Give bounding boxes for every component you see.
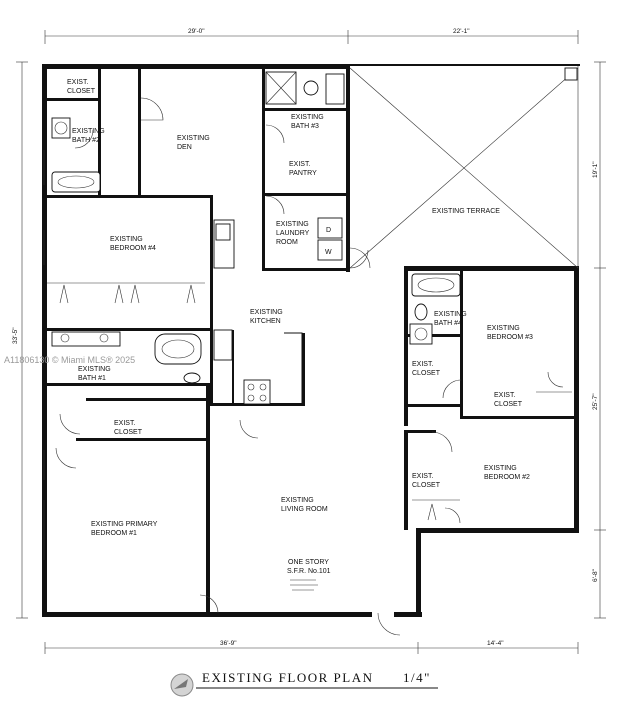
plan-scale: 1/4" (403, 670, 431, 685)
den-label-2: DEN (177, 144, 192, 151)
terrace-area (349, 66, 579, 269)
exterior-walls (42, 64, 580, 617)
interior-walls (47, 69, 576, 613)
kitchen-fixtures (213, 219, 303, 405)
closet-b1-label: EXIST. (114, 420, 135, 427)
bath1-label-2: BATH #1 (78, 375, 106, 382)
window-marks (43, 150, 577, 560)
bedroom2-label-2: BEDROOM #2 (484, 474, 530, 481)
pantry-label-2: PANTRY (289, 170, 317, 177)
bath2-label: EXISTING (72, 128, 105, 135)
dim-top-left: 29'-0" (188, 28, 205, 35)
door-swings (55, 97, 564, 636)
dim-right-lower: 6'-8" (592, 568, 599, 582)
dim-top-right: 22'-1" (453, 28, 470, 35)
laundry-label-2: LAUNDRY (276, 230, 310, 237)
dim-bottom-right: 14'-4" (487, 640, 504, 647)
living-label: EXISTING (281, 497, 314, 504)
bath1-label: EXISTING (78, 366, 111, 373)
bathroom-fixtures (51, 71, 461, 384)
dim-right-upper: 19'-1" (592, 161, 599, 178)
kitchen-label: EXISTING (250, 309, 283, 316)
closet-b4-label-2: CLOSET (412, 370, 441, 377)
closet-b1-label-2: CLOSET (114, 429, 143, 436)
closet-top-label: EXIST. (67, 79, 88, 86)
pantry-label: EXIST. (289, 161, 310, 168)
bath4-label-2: BATH #4 (434, 320, 462, 327)
closet-b2-label-2: CLOSET (412, 482, 441, 489)
closet-b3-label: EXIST. (494, 392, 515, 399)
bedroom4-label: EXISTING (110, 236, 143, 243)
terrace-label: EXISTING TERRACE (432, 208, 500, 215)
story-fine-print (290, 579, 318, 591)
closet-rods (47, 282, 572, 521)
laundry-fixtures (317, 217, 343, 261)
closet-b4-label: EXIST. (412, 361, 433, 368)
living-label-2: LIVING ROOM (281, 506, 328, 513)
kitchen-label-2: KITCHEN (250, 318, 281, 325)
bath4-label: EXISTING (434, 311, 467, 318)
primary-bedroom-label: EXISTING PRIMARY (91, 521, 158, 528)
closet-b3-label-2: CLOSET (494, 401, 523, 408)
story-label: ONE STORY (288, 559, 329, 566)
dim-right-middle: 25'-7" (592, 393, 599, 410)
bedroom3-label-2: BEDROOM #3 (487, 334, 533, 341)
closet-b2-label: EXIST. (412, 473, 433, 480)
story-label-2: S.F.R. No.101 (287, 568, 331, 575)
dryer-label: D (326, 227, 331, 234)
dim-left-side: 33'-5" (12, 327, 19, 344)
bedroom4-label-2: BEDROOM #4 (110, 245, 156, 252)
den-label: EXISTING (177, 135, 210, 142)
bath3-label-2: BATH #3 (291, 123, 319, 130)
laundry-label-3: ROOM (276, 239, 298, 246)
primary-bedroom-label-2: BEDROOM #1 (91, 530, 137, 537)
mls-watermark: A11806130 © Miami MLS® 2025 (4, 355, 135, 365)
bath3-label: EXISTING (291, 114, 324, 121)
washer-label: W (325, 249, 332, 256)
bedroom2-label: EXISTING (484, 465, 517, 472)
dim-bottom-left: 36'-9" (220, 640, 237, 647)
title-logo (170, 673, 194, 697)
bath2-label-2: BATH #2 (72, 137, 100, 144)
plan-title: EXISTING FLOOR PLAN (202, 670, 374, 685)
laundry-label: EXISTING (276, 221, 309, 228)
closet-top-label-2: CLOSET (67, 88, 96, 95)
dimension-lines (16, 30, 606, 654)
bedroom3-label: EXISTING (487, 325, 520, 332)
